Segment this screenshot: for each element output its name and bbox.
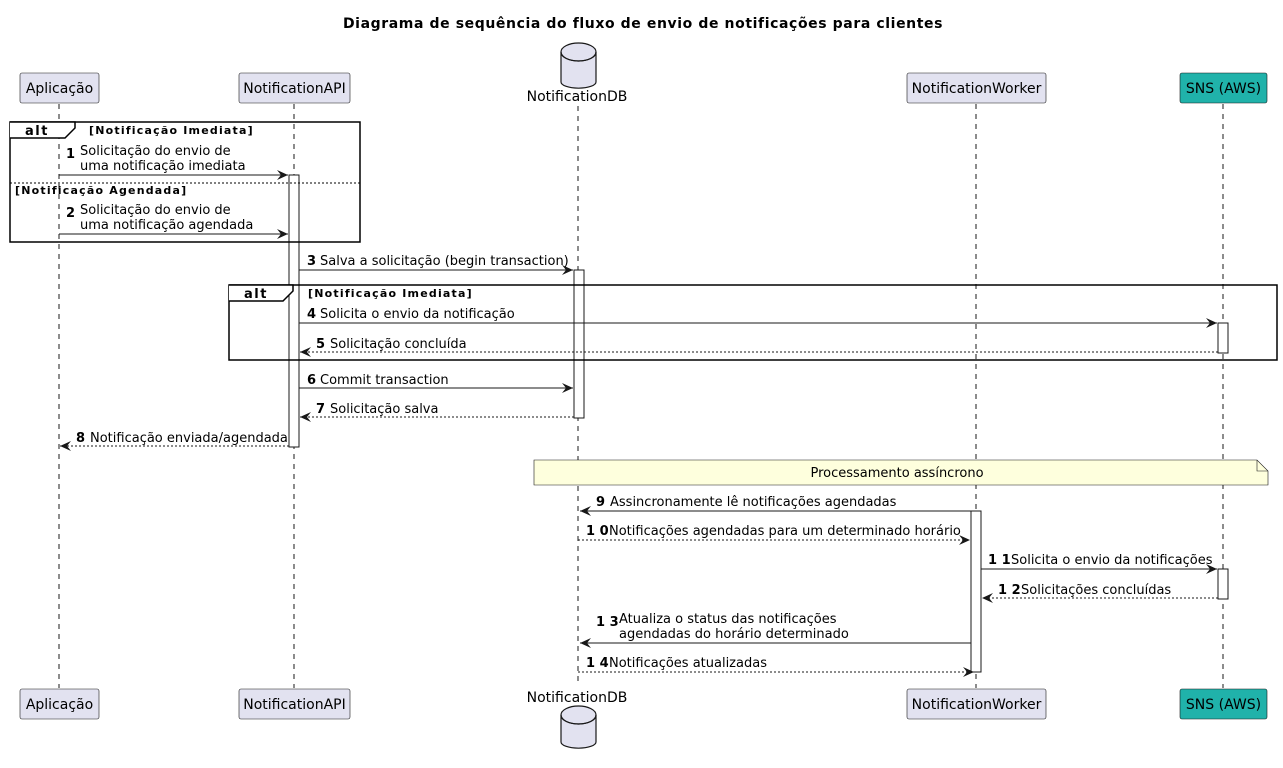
database-icon [560, 52, 597, 89]
message-6: 6 Commit transaction [299, 373, 573, 393]
participant-api-top: NotificationAPI [238, 72, 351, 104]
message-5: 5 Solicitação concluída [300, 337, 1218, 357]
message-label: Notificação enviada/agendada [90, 431, 288, 446]
message-number: 1 2 [998, 583, 1021, 598]
lifelines [58, 104, 1224, 688]
activation-sns-1 [1217, 322, 1229, 354]
message-label: Solicitação salva [330, 402, 438, 417]
message-label: uma notificação agendada [80, 218, 253, 233]
participant-db-label: NotificationDB [527, 89, 628, 105]
activation-worker [970, 510, 982, 673]
message-label: Solicitações concluídas [1021, 583, 1171, 598]
participant-sns-label: SNS (AWS) [1186, 697, 1261, 713]
alt-fragment-2: alt [Notificação Imediata] [228, 284, 1278, 361]
alt-guard: [Notificação Imediata] [308, 287, 473, 300]
participant-app-top: Aplicação [19, 72, 100, 104]
message-label: Assincronamente lê notificações agendada… [610, 495, 897, 510]
activation-db [573, 269, 585, 419]
alt-fragment-1: alt [Notificação Imediata] [Notificação … [9, 121, 361, 243]
message-number: 1 0 [586, 524, 609, 539]
message-8: 8 Notificação enviada/agendada [60, 431, 289, 451]
message-number: 1 1 [988, 553, 1011, 568]
participant-sns-bottom: SNS (AWS) [1179, 688, 1268, 720]
alt-operator: alt [25, 124, 49, 139]
participant-app-label: Aplicação [26, 81, 93, 97]
participant-api-label: NotificationAPI [243, 697, 345, 713]
message-label: Solicitação concluída [330, 337, 467, 352]
participant-app-bottom: Aplicação [19, 688, 100, 720]
message-label: agendadas do horário determinado [619, 627, 849, 642]
message-number: 6 [307, 373, 316, 388]
message-label: Solicita o envio da notificações [1011, 553, 1213, 568]
message-label: Solicita o envio da notificação [320, 307, 515, 322]
alt-guard-else: [Notificação Agendada] [15, 184, 187, 197]
activation-sns-2 [1217, 568, 1229, 600]
diagram-title: Diagrama de sequência do fluxo de envio … [343, 16, 943, 32]
participant-db-top: NotificationDB [527, 42, 628, 105]
message-number: 2 [66, 206, 75, 221]
participant-worker-label: NotificationWorker [912, 697, 1042, 713]
alt-operator: alt [244, 287, 268, 302]
message-number: 5 [316, 337, 325, 352]
participant-worker-bottom: NotificationWorker [906, 688, 1047, 720]
message-label: Atualiza o status das notificações [619, 612, 837, 627]
participant-api-label: NotificationAPI [243, 81, 345, 97]
note-text: Processamento assíncrono [810, 466, 983, 481]
activation-bars [288, 174, 1229, 673]
message-label: Salva a solicitação (begin transaction) [320, 254, 569, 269]
participant-db-label: NotificationDB [527, 690, 628, 706]
message-7: 7 Solicitação salva [300, 402, 574, 422]
message-label: Commit transaction [320, 373, 449, 388]
message-number: 8 [76, 431, 85, 446]
participant-sns-label: SNS (AWS) [1186, 81, 1261, 97]
message-label: Notificações atualizadas [609, 656, 767, 671]
message-label: Notificações agendadas para um determina… [609, 524, 961, 539]
note-async: Processamento assíncrono [533, 459, 1269, 486]
message-number: 1 [66, 147, 75, 162]
message-number: 3 [307, 254, 316, 269]
participant-worker-top: NotificationWorker [906, 72, 1047, 104]
participant-app-label: Aplicação [26, 697, 93, 713]
message-label: Solicitação do envio de [80, 203, 231, 218]
message-number: 1 4 [586, 656, 609, 671]
message-number: 4 [307, 307, 316, 322]
message-label: uma notificação imediata [80, 159, 246, 174]
participant-sns-top: SNS (AWS) [1179, 72, 1268, 104]
message-label: Solicitação do envio de [80, 144, 231, 159]
participant-db-bottom: NotificationDB [527, 690, 628, 749]
alt-guard: [Notificação Imediata] [89, 124, 254, 137]
activation-api [288, 174, 300, 448]
message-4: 4 Solicita o envio da notificação [299, 307, 1217, 328]
message-9: 9 Assincronamente lê notificações agendad… [580, 495, 971, 516]
participant-worker-label: NotificationWorker [912, 81, 1042, 97]
message-number: 9 [596, 495, 605, 510]
participant-api-bottom: NotificationAPI [238, 688, 351, 720]
message-3: 3 Salva a solicitação (begin transaction) [299, 254, 573, 275]
message-number: 1 3 [596, 615, 619, 630]
message-number: 7 [316, 402, 325, 417]
